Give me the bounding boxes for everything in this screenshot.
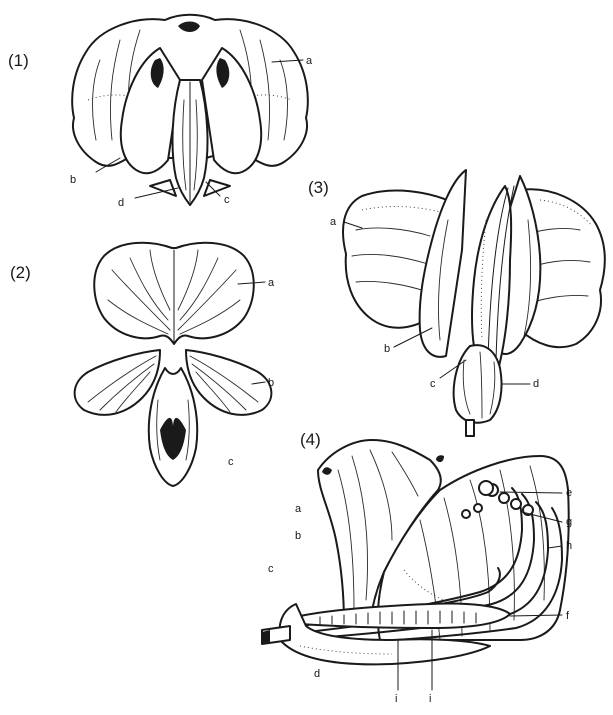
- panel-2-label-c: c: [228, 456, 234, 468]
- panel-1-label-a: a: [306, 55, 313, 67]
- panel-4-longitudinal-section: (4) a b c d e f g h i i: [262, 430, 572, 705]
- panel-4-label-g: g: [566, 516, 572, 528]
- panel-3-pedicel: [466, 420, 474, 436]
- panel-4-label-f: f: [566, 610, 570, 622]
- panel-4-label-c: c: [268, 563, 274, 575]
- panel-4-anther-3: [511, 499, 521, 509]
- panel-1-label-b: b: [70, 174, 76, 186]
- panel-2-label-b: b: [268, 377, 274, 389]
- panel-1-label-d: d: [118, 197, 124, 209]
- panel-3-label-a: a: [330, 216, 337, 228]
- panel-4-label-e: e: [566, 487, 572, 499]
- panel-2-wing-left: [75, 350, 160, 415]
- panel-4-ovary: [300, 603, 510, 628]
- panel-2-number: (2): [10, 263, 31, 282]
- panel-4-label-a: a: [295, 503, 302, 515]
- panel-2-dissected-corolla: (2) a b c: [10, 243, 275, 486]
- panel-1-front-view: (1) a b c d: [8, 15, 313, 209]
- panel-1-number: (1): [8, 51, 29, 70]
- panel-4-label-b: b: [295, 530, 301, 542]
- panel-3-label-d: d: [533, 378, 539, 390]
- panel-4-label-i-1: i: [395, 693, 397, 705]
- panel-4-anther-6: [474, 504, 482, 512]
- panel-4-number: (4): [300, 430, 321, 449]
- panel-2-wing-right: [186, 350, 271, 415]
- panel-1-label-c: c: [224, 194, 230, 206]
- panel-4-label-h: h: [566, 540, 572, 552]
- panel-3-label-b: b: [384, 343, 390, 355]
- panel-4-anther-5: [462, 510, 470, 518]
- panel-4-label-i-2: i: [429, 693, 431, 705]
- panel-4-label-d: d: [314, 668, 320, 680]
- panel-3-number: (3): [308, 178, 329, 197]
- panel-4-stigma: [479, 481, 493, 495]
- panel-3-label-c: c: [430, 378, 436, 390]
- panel-4-anther-2: [499, 493, 509, 503]
- panel-2-label-a: a: [268, 277, 275, 289]
- panel-3-oblique-view: (3) a b c d: [308, 170, 605, 436]
